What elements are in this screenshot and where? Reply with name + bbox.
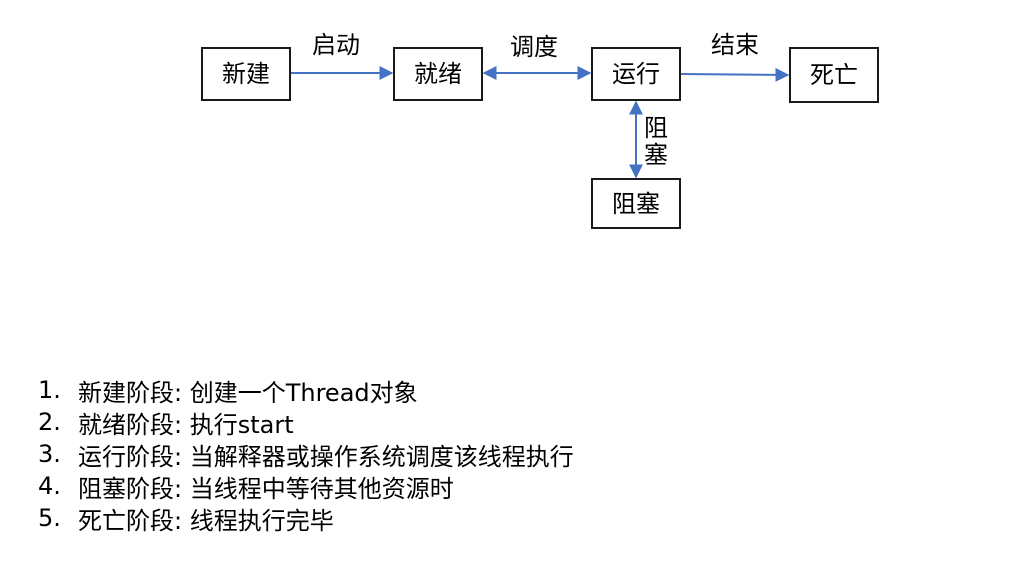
node-dead: 死亡 <box>789 47 879 103</box>
edge-label-block: 阻塞 <box>644 114 668 169</box>
list-item: 2. 就绪阶段: 执行start <box>38 406 574 439</box>
edge-label-end: 结束 <box>711 31 759 59</box>
node-new-label: 新建 <box>222 60 270 88</box>
node-ready-label: 就绪 <box>414 60 462 88</box>
list-item: 4. 阻塞阶段: 当线程中等待其他资源时 <box>38 470 574 503</box>
list-item: 3. 运行阶段: 当解释器或操作系统调度该线程执行 <box>38 438 574 471</box>
arrow-running-to-dead <box>680 67 790 82</box>
list-item-text: 死亡阶段: 线程执行完毕 <box>78 506 334 535</box>
node-blocked-label: 阻塞 <box>612 189 660 218</box>
list-item-number: 1. <box>38 376 61 404</box>
edge-label-start: 启动 <box>312 31 360 59</box>
list-item: 5. 死亡阶段: 线程执行完毕 <box>38 502 574 535</box>
list-item: 1. 新建阶段: 创建一个Thread对象 <box>38 374 574 407</box>
node-ready: 就绪 <box>393 47 483 101</box>
node-running-label: 运行 <box>612 60 660 88</box>
edge-label-schedule: 调度 <box>510 33 558 61</box>
list-item-text: 就绪阶段: 执行start <box>78 410 294 439</box>
node-running: 运行 <box>591 47 681 101</box>
stage-list: 1. 新建阶段: 创建一个Thread对象 2. 就绪阶段: 执行start 3… <box>38 374 574 535</box>
node-dead-label: 死亡 <box>810 61 858 89</box>
list-item-number: 4. <box>38 472 61 500</box>
list-item-number: 5. <box>38 504 61 532</box>
list-item-number: 3. <box>38 440 61 468</box>
list-item-text: 阻塞阶段: 当线程中等待其他资源时 <box>78 474 454 503</box>
list-item-text: 新建阶段: 创建一个Thread对象 <box>78 378 418 407</box>
list-item-number: 2. <box>38 408 61 436</box>
node-blocked: 阻塞 <box>591 178 681 229</box>
list-item-text: 运行阶段: 当解释器或操作系统调度该线程执行 <box>78 442 574 471</box>
node-new: 新建 <box>201 47 291 101</box>
